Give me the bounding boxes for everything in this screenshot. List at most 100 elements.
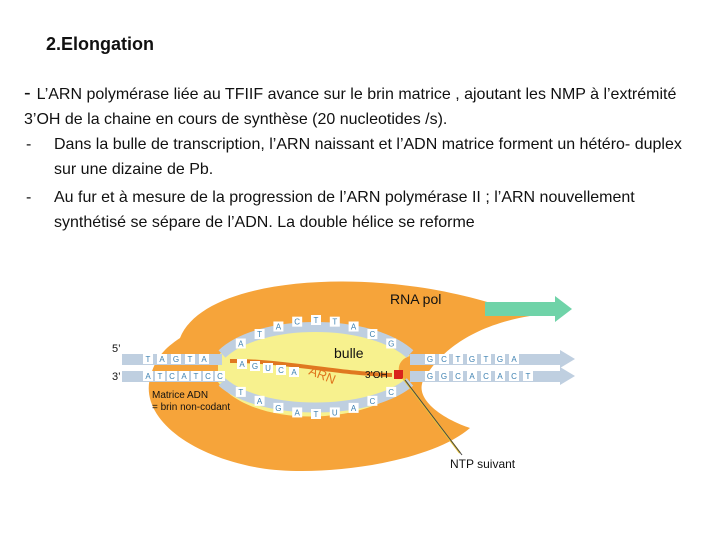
base-letter: A xyxy=(295,408,301,417)
base-letter: G xyxy=(427,355,433,364)
base-tile xyxy=(250,361,260,371)
base-letter: T xyxy=(526,372,531,381)
bullet-item: - Au fur et à mesure de la progression d… xyxy=(24,185,704,235)
dna-base: T xyxy=(453,354,463,364)
base-letter: T xyxy=(314,316,319,325)
base-tile xyxy=(215,371,225,381)
bullet-mark: - xyxy=(26,136,32,153)
base-tile xyxy=(467,354,477,364)
dna-base: G xyxy=(171,354,181,364)
dna-base: A xyxy=(199,354,209,364)
dna-loop-base: C xyxy=(367,395,378,406)
base-tile xyxy=(185,354,195,364)
dna-base: G xyxy=(495,354,505,364)
base-letter: C xyxy=(370,330,376,339)
base-tile xyxy=(143,354,153,364)
dna-base: C xyxy=(453,371,463,381)
base-tile xyxy=(523,371,533,381)
base-tile xyxy=(311,409,321,419)
dna-base: C xyxy=(439,354,449,364)
dna-base: T xyxy=(523,371,533,381)
base-letter: C xyxy=(370,397,376,406)
bullet-text: Au fur et à mesure de la progression de … xyxy=(54,189,635,231)
base-tile xyxy=(263,363,273,373)
dna-base: G xyxy=(439,371,449,381)
rna-base: A xyxy=(289,367,299,377)
base-letter: A xyxy=(291,368,297,377)
base-tile xyxy=(367,329,378,340)
base-letter: C xyxy=(278,366,284,375)
dna-base: C xyxy=(167,371,177,381)
base-tile xyxy=(191,371,201,381)
direction-arrow-icon xyxy=(485,296,572,322)
base-tile xyxy=(386,386,397,397)
base-letter: C xyxy=(483,372,489,381)
rna-base: C xyxy=(276,365,286,375)
dna-loop-base: A xyxy=(348,321,359,332)
base-letter: C xyxy=(294,318,300,327)
dna-base: A xyxy=(143,371,153,381)
dna-base: T xyxy=(143,354,153,364)
base-tile xyxy=(292,316,303,327)
base-letter: G xyxy=(497,355,503,364)
base-letter: U xyxy=(332,408,338,417)
base-tile xyxy=(329,316,340,327)
dna-base: G xyxy=(425,371,435,381)
dna-loop-base: A xyxy=(292,407,303,418)
base-letter: G xyxy=(388,339,394,348)
base-tile xyxy=(254,329,265,340)
dna-base: T xyxy=(185,354,195,364)
base-letter: T xyxy=(188,355,193,364)
base-tile xyxy=(453,354,463,364)
base-letter: T xyxy=(194,372,199,381)
dna-base: T xyxy=(481,354,491,364)
base-letter: A xyxy=(469,372,475,381)
five-prime-label: 5’ xyxy=(112,343,121,355)
slide-title: 2.Elongation xyxy=(46,34,154,54)
base-tile xyxy=(143,371,153,381)
rna-base: A xyxy=(237,359,247,369)
base-tile xyxy=(237,359,247,369)
base-tile xyxy=(171,354,181,364)
base-letter: T xyxy=(238,388,243,397)
dna-base: T xyxy=(191,371,201,381)
dna-loop-base: G xyxy=(386,338,397,349)
dna-loop-base: C xyxy=(367,329,378,340)
dna-base: A xyxy=(495,371,505,381)
base-letter: G xyxy=(469,355,475,364)
ntp-label: NTP suivant xyxy=(450,457,516,471)
base-tile xyxy=(453,371,463,381)
base-letter: A xyxy=(201,355,207,364)
base-letter: T xyxy=(332,318,337,327)
rna-base: U xyxy=(263,363,273,373)
dna-base: A xyxy=(179,371,189,381)
bullet-mark: - xyxy=(26,189,32,206)
dna-base: G xyxy=(425,354,435,364)
base-tile xyxy=(509,371,519,381)
dna-loop-base: A xyxy=(254,395,265,406)
base-letter: A xyxy=(145,372,151,381)
dna-loop-base: A xyxy=(348,402,359,413)
base-tile xyxy=(155,371,165,381)
dna-loop-base: C xyxy=(292,316,303,327)
base-tile xyxy=(481,354,491,364)
base-tile xyxy=(348,402,359,413)
base-tile xyxy=(199,354,209,364)
base-letter: A xyxy=(351,404,357,413)
dna-loop-base: U xyxy=(329,407,340,418)
base-tile xyxy=(495,371,505,381)
base-letter: A xyxy=(181,372,187,381)
base-tile xyxy=(235,386,246,397)
base-tile xyxy=(167,371,177,381)
base-tile xyxy=(273,402,284,413)
dna-base: G xyxy=(467,354,477,364)
rna-strand xyxy=(229,358,393,377)
base-letter: A xyxy=(511,355,517,364)
lead-dash: - xyxy=(24,82,31,104)
dna-base: C xyxy=(481,371,491,381)
base-tile xyxy=(157,354,167,364)
base-letter: G xyxy=(441,372,447,381)
dna-base: C xyxy=(509,371,519,381)
